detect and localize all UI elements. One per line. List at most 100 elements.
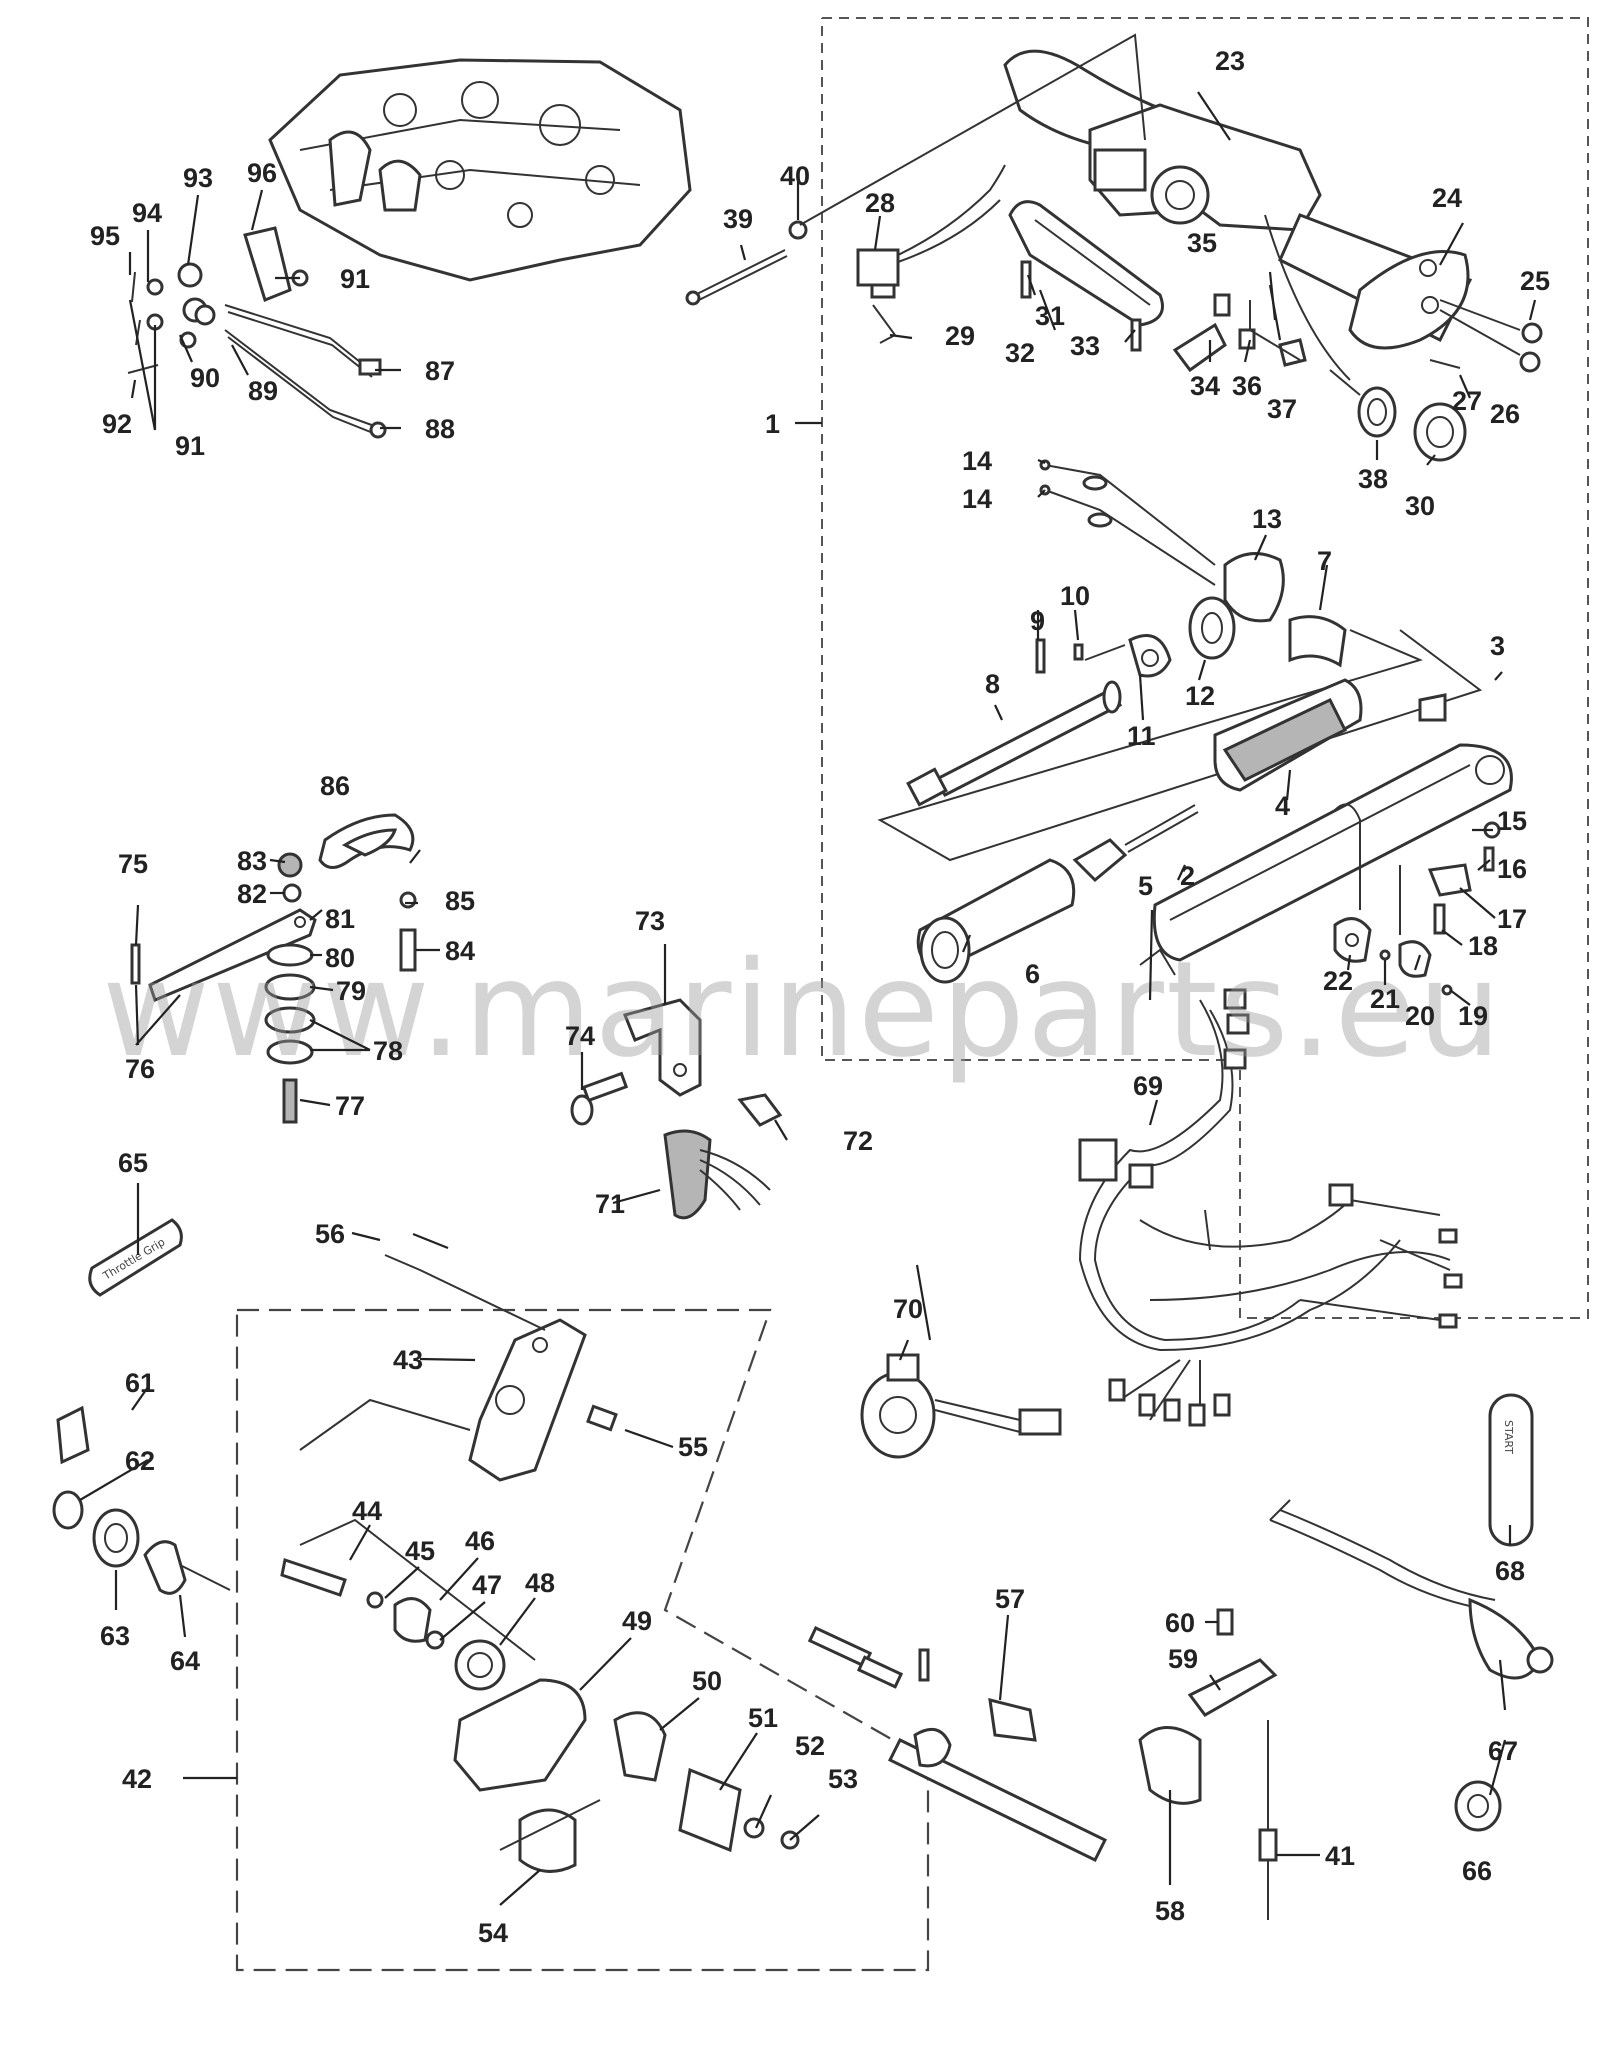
part-label-28: 28 bbox=[865, 188, 895, 218]
tiller-shaft bbox=[906, 680, 1123, 807]
part-label-60: 60 bbox=[1165, 1608, 1195, 1638]
part-label-16: 16 bbox=[1497, 854, 1527, 884]
part-label-80: 80 bbox=[325, 943, 355, 973]
part-label-29: 29 bbox=[945, 321, 975, 351]
part-label-64: 64 bbox=[170, 1646, 200, 1676]
start-cable-67 bbox=[1269, 1499, 1554, 1680]
part-label-61: 61 bbox=[125, 1368, 155, 1398]
bolt-39-washer-40 bbox=[685, 33, 1146, 306]
part-label-54: 54 bbox=[478, 1918, 508, 1948]
throttle-lever-group bbox=[130, 813, 417, 1124]
grip-guard bbox=[877, 615, 1483, 862]
part-label-24: 24 bbox=[1432, 183, 1462, 213]
part-label-72: 72 bbox=[843, 1126, 873, 1156]
part-label-27: 27 bbox=[1452, 386, 1482, 416]
part-label-5: 5 bbox=[1138, 871, 1153, 901]
part-label-66: 66 bbox=[1462, 1856, 1492, 1886]
part-label-2: 2 bbox=[1180, 861, 1195, 891]
part-label-77: 77 bbox=[335, 1091, 365, 1121]
part-label-10: 10 bbox=[1060, 581, 1090, 611]
part-label-40: 40 bbox=[780, 161, 810, 191]
part-label-14a: 14 bbox=[962, 446, 992, 476]
part-label-87: 87 bbox=[425, 356, 455, 386]
part-label-82: 82 bbox=[237, 879, 267, 909]
throttle-decal: Throttle Grip bbox=[88, 1218, 183, 1297]
part-label-89: 89 bbox=[248, 376, 278, 406]
part-label-74: 74 bbox=[565, 1021, 595, 1051]
part-label-17: 17 bbox=[1497, 904, 1527, 934]
part-label-56: 56 bbox=[315, 1219, 345, 1249]
part-label-1: 1 bbox=[765, 409, 780, 439]
part-label-34: 34 bbox=[1190, 371, 1220, 401]
part-label-8: 8 bbox=[985, 669, 1000, 699]
part-label-48: 48 bbox=[525, 1568, 555, 1598]
part-label-86: 86 bbox=[320, 771, 350, 801]
tiller-small-parts bbox=[1333, 803, 1501, 996]
nut-66 bbox=[1454, 1780, 1502, 1832]
part-label-93: 93 bbox=[183, 163, 213, 193]
shift-housing-43 bbox=[299, 1254, 618, 1482]
part-label-7: 7 bbox=[1317, 546, 1332, 576]
part-label-81: 81 bbox=[325, 904, 355, 934]
part-label-71: 71 bbox=[595, 1189, 625, 1219]
washers-38-30 bbox=[1264, 214, 1467, 462]
part-label-22: 22 bbox=[1323, 966, 1353, 996]
part-label-33: 33 bbox=[1070, 331, 1100, 361]
watermark-text: www.marineparts.eu bbox=[102, 933, 1503, 1087]
part-label-38: 38 bbox=[1358, 464, 1388, 494]
part-label-11: 11 bbox=[1127, 721, 1156, 751]
part-label-50: 50 bbox=[692, 1666, 722, 1696]
part-label-46: 46 bbox=[465, 1526, 495, 1556]
shift-shaft-57 bbox=[807, 1625, 1108, 1862]
part-label-19: 19 bbox=[1458, 1001, 1488, 1031]
part-label-21: 21 bbox=[1370, 984, 1400, 1014]
part-label-12: 12 bbox=[1185, 681, 1215, 711]
switch-connector bbox=[856, 164, 1006, 344]
part-label-65: 65 bbox=[118, 1148, 148, 1178]
part-label-4: 4 bbox=[1275, 791, 1290, 821]
part-label-30: 30 bbox=[1405, 491, 1435, 521]
part-label-63: 63 bbox=[100, 1621, 130, 1651]
part-label-76: 76 bbox=[125, 1054, 155, 1084]
part-label-94: 94 bbox=[132, 198, 162, 228]
switch-71 bbox=[663, 1093, 783, 1220]
part-label-15: 15 bbox=[1497, 806, 1527, 836]
part-label-32: 32 bbox=[1005, 338, 1035, 368]
part-label-43: 43 bbox=[393, 1345, 423, 1375]
part-label-96: 96 bbox=[247, 158, 277, 188]
part-label-70: 70 bbox=[893, 1294, 923, 1324]
part-label-23: 23 bbox=[1215, 46, 1245, 76]
tiller-assembly-group-box bbox=[821, 17, 1589, 1319]
part-label-25: 25 bbox=[1520, 266, 1550, 296]
bracket-73 bbox=[570, 998, 702, 1126]
part-label-69: 69 bbox=[1133, 1071, 1163, 1101]
part-label-35: 35 bbox=[1187, 228, 1217, 258]
part-label-53: 53 bbox=[828, 1764, 858, 1794]
part-label-42: 42 bbox=[122, 1764, 152, 1794]
part-label-91a: 91 bbox=[340, 264, 370, 294]
throttle-grips bbox=[916, 678, 1363, 984]
engine-block bbox=[268, 58, 692, 282]
part-label-6: 6 bbox=[1025, 959, 1040, 989]
parts-58-60 bbox=[1138, 1608, 1278, 1805]
part-label-41: 41 bbox=[1325, 1841, 1355, 1871]
sensor-70 bbox=[860, 1353, 1062, 1459]
part-label-51: 51 bbox=[748, 1703, 778, 1733]
part-label-36: 36 bbox=[1232, 371, 1262, 401]
part-label-14b: 14 bbox=[962, 484, 992, 514]
part-label-59: 59 bbox=[1168, 1644, 1198, 1674]
throttle-rods bbox=[224, 304, 387, 439]
parts-61-64 bbox=[52, 1405, 231, 1595]
part-label-90: 90 bbox=[190, 363, 220, 393]
part-label-73: 73 bbox=[635, 906, 665, 936]
part-label-83: 83 bbox=[237, 846, 267, 876]
part-label-49: 49 bbox=[622, 1606, 652, 1636]
part-label-95: 95 bbox=[90, 221, 120, 251]
part-label-57: 57 bbox=[995, 1584, 1025, 1614]
part-label-31: 31 bbox=[1035, 301, 1065, 331]
fuse-41 bbox=[1258, 1720, 1278, 1920]
part-label-44: 44 bbox=[352, 1496, 382, 1526]
tiller-arm bbox=[1139, 693, 1513, 976]
part-label-88: 88 bbox=[425, 414, 455, 444]
